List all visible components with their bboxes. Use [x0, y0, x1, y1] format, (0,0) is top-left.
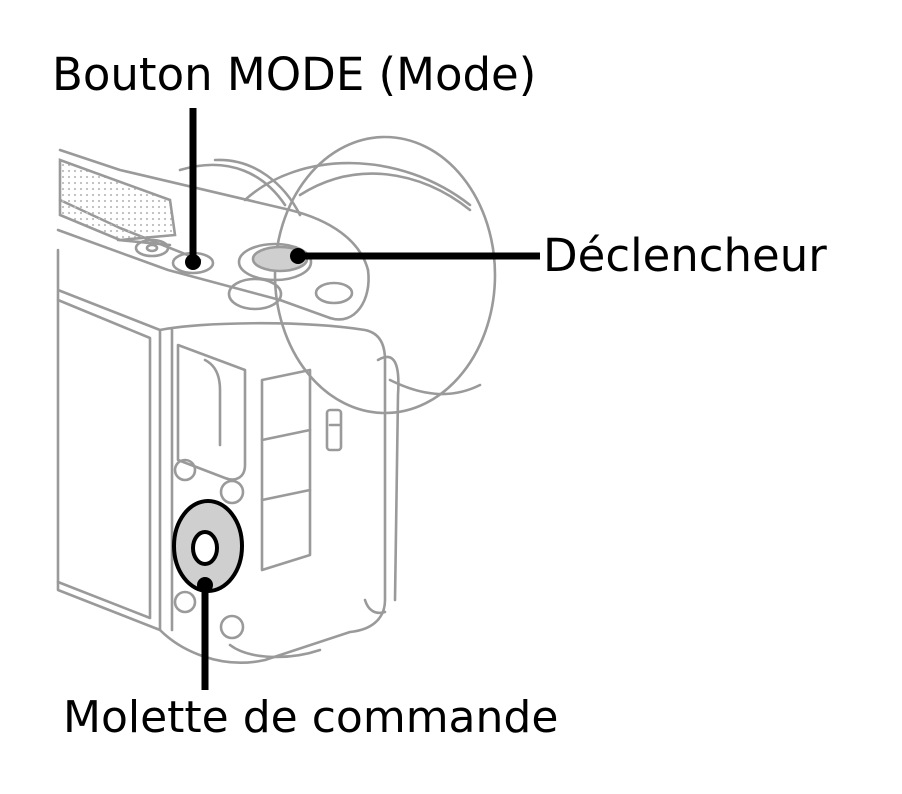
viewfinder-panel: [58, 158, 177, 247]
control-wheel-label: Molette de commande: [63, 692, 559, 743]
leader-shutter-button-dot: [290, 248, 306, 264]
rear-buttons: [173, 458, 245, 640]
mode-button-label: Bouton MODE (Mode): [52, 48, 537, 101]
eyecup: [176, 343, 247, 481]
leader-control-wheel-dot: [197, 577, 213, 593]
top-buttons: [134, 238, 354, 311]
side-controls: [260, 368, 343, 572]
camera-rear-body: [56, 248, 387, 664]
leader-mode-button-dot: [185, 254, 201, 270]
control-wheel-graphic: [172, 499, 244, 593]
lens: [178, 135, 497, 415]
grip: [363, 355, 400, 615]
leader-lines: [185, 108, 540, 690]
shutter-button-label: Déclencheur: [543, 229, 827, 282]
